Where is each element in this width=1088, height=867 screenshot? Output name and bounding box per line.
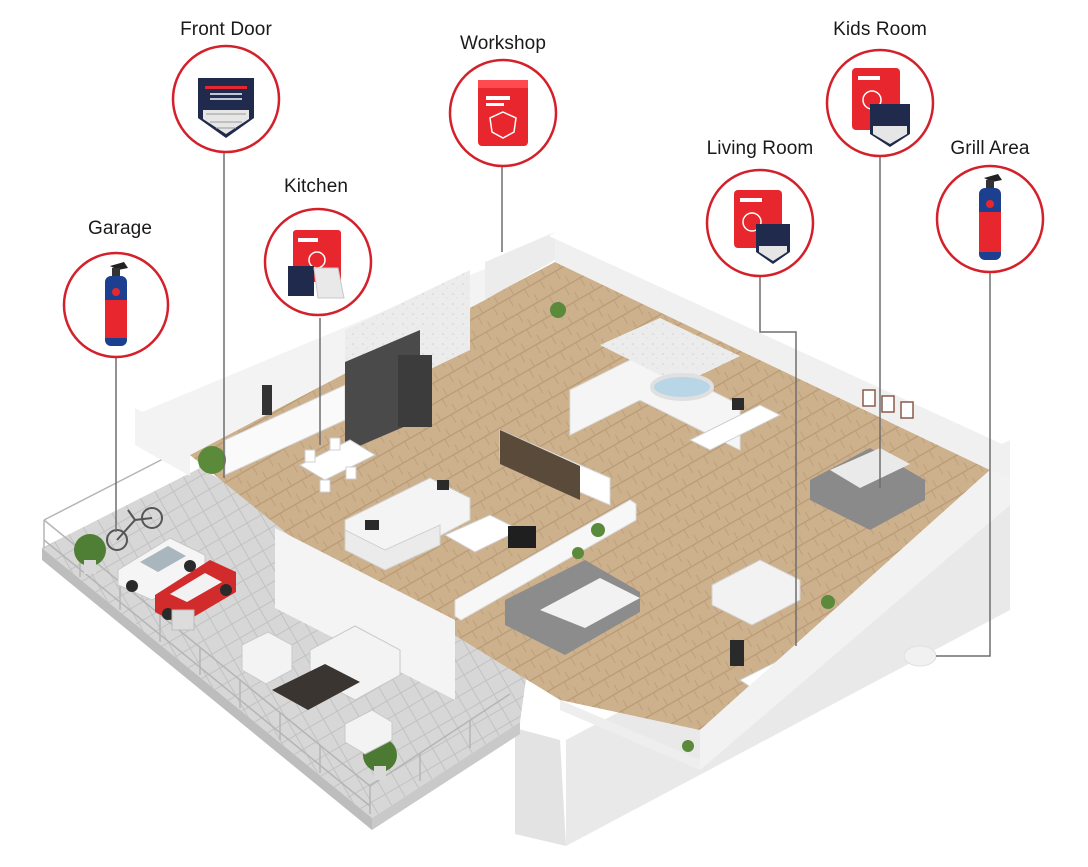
patio-edge: [42, 548, 372, 830]
cushion: [437, 480, 449, 490]
red-car: [155, 560, 236, 625]
fire-extinguisher-icon: [105, 262, 128, 346]
connector-living-room: [759, 276, 797, 646]
fire-extinguisher-icon: [979, 174, 1002, 260]
wall-back-mid: [485, 232, 555, 300]
kitchen-fridge: [398, 355, 432, 427]
workshop-product-circle: [448, 58, 558, 168]
fire-blanket-icon: [478, 80, 528, 146]
bookshelf: [500, 430, 580, 500]
front-door-product-circle: [171, 44, 281, 154]
fire-blanket-with-sign-icon: [734, 190, 790, 264]
wall-back-top: [549, 232, 1010, 444]
dining-chairs: [304, 437, 357, 493]
bathroom-marble: [600, 318, 740, 385]
wall-front-bottom: [560, 700, 700, 770]
fire-blanket-kit-icon: [288, 230, 345, 299]
garage-product-circle: [62, 251, 170, 359]
location-label-kids-room: Kids Room: [833, 19, 927, 40]
study-monitor: [732, 398, 744, 410]
patio-furniture: [171, 609, 401, 755]
wall-front-left: [275, 528, 455, 700]
location-label-living-room: Living Room: [706, 138, 814, 159]
bicycle: [106, 507, 163, 551]
range-hood: [262, 385, 272, 415]
partition-wall: [454, 499, 637, 621]
patio-side: [372, 722, 520, 830]
fire-blanket-with-sign-icon: [852, 68, 910, 147]
tv: [508, 526, 536, 548]
cushion: [365, 520, 379, 530]
bed-front-sheet: [540, 578, 640, 628]
wall-front-right: [700, 470, 1010, 770]
study-desk: [688, 404, 782, 451]
living-room-product-circle: [705, 168, 815, 278]
sofa-chaise: [344, 524, 441, 571]
connector-grill-area: [936, 272, 991, 657]
grill-area-product-circle: [935, 164, 1045, 274]
wall-back-right: [555, 232, 1010, 478]
smoke-detector: [903, 645, 937, 667]
floorplan: [42, 232, 1010, 846]
product-circles: [62, 44, 1045, 359]
location-label-garage: Garage: [88, 218, 152, 239]
guest-sofa: [711, 559, 801, 626]
plants: [74, 302, 835, 780]
connector-lines: [115, 152, 991, 657]
wall-frames: [862, 389, 914, 419]
location-label-grill-area: Grill Area: [950, 138, 1030, 159]
location-label-front-door: Front Door: [180, 19, 272, 40]
fire-alert-sign-icon: [198, 78, 254, 138]
kids-room-product-circle: [825, 48, 935, 158]
floor-slab: [515, 728, 566, 846]
location-label-kitchen: Kitchen: [283, 176, 349, 197]
bathtub: [650, 373, 714, 401]
kitchen-product-circle: [263, 207, 373, 317]
office-chair: [730, 640, 744, 666]
bed-master-sheet: [830, 448, 910, 488]
location-label-workshop: Workshop: [460, 33, 546, 54]
